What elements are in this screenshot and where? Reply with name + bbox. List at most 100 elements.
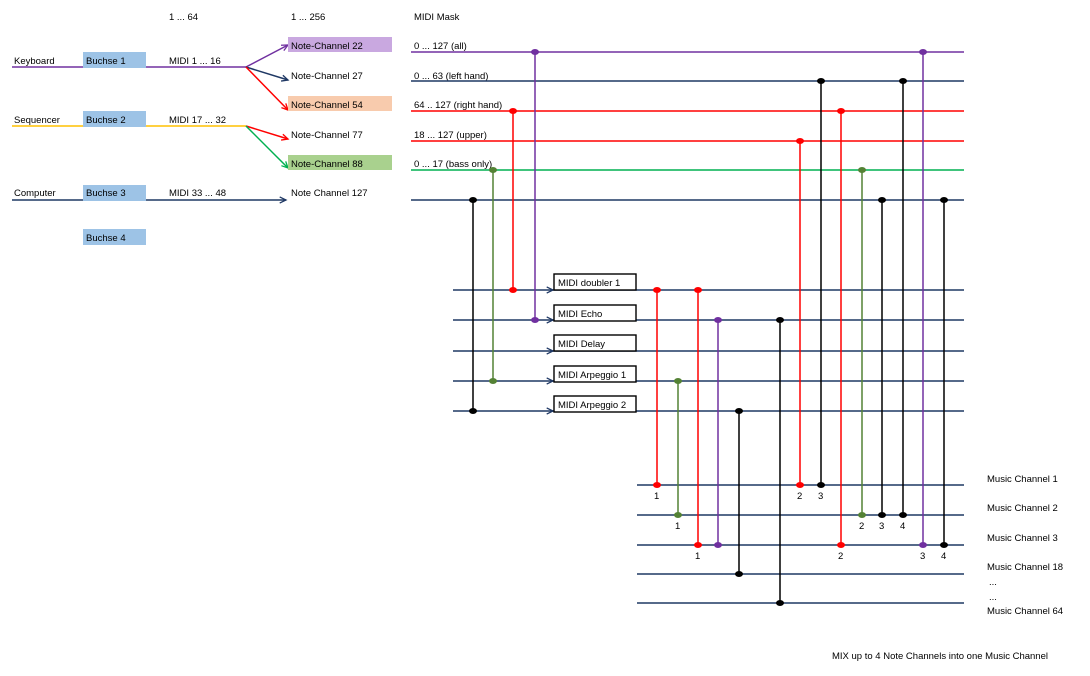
mask-label-77: 18 ... 127 (upper) bbox=[414, 130, 487, 141]
tap-dot-to-17 bbox=[940, 542, 948, 548]
source-label-computer: Computer bbox=[14, 188, 56, 199]
slot-number-11: 3 bbox=[818, 491, 823, 502]
music-channel-label-3: Music Channel 3 bbox=[987, 533, 1058, 544]
port-box-1[interactable] bbox=[83, 52, 146, 68]
effect-input-arrow-4 bbox=[546, 407, 555, 415]
slot-number-16: 3 bbox=[920, 551, 925, 562]
tap-dot-to-13 bbox=[858, 512, 866, 518]
tap-dot-from-10 bbox=[796, 138, 804, 144]
ellipsis-1: ... bbox=[989, 577, 997, 588]
effect-box-midi-arpeggio-1[interactable] bbox=[553, 365, 637, 383]
fan-arrow-nc77 bbox=[245, 125, 289, 140]
port-label-3: Buchse 3 bbox=[86, 188, 126, 199]
tap-dot-from-6 bbox=[694, 287, 702, 293]
slot-number-13: 2 bbox=[859, 521, 864, 532]
note-channel-label-27: Note-Channel 27 bbox=[291, 71, 363, 82]
fan-arrow-nc54 bbox=[245, 66, 289, 111]
port-box-3[interactable] bbox=[83, 185, 146, 201]
tap-dot-to-1 bbox=[531, 317, 539, 323]
effect-input-arrow-0 bbox=[546, 286, 555, 294]
tap-dot-to-9 bbox=[776, 600, 784, 606]
note-channel-label-54: Note-Channel 54 bbox=[291, 100, 363, 111]
mask-label-22: 0 ... 127 (all) bbox=[414, 41, 467, 52]
effect-box-midi-arpeggio-2[interactable] bbox=[553, 395, 637, 413]
tap-dot-from-12 bbox=[837, 108, 845, 114]
tap-dot-from-2 bbox=[489, 167, 497, 173]
connection-lines bbox=[472, 52, 945, 603]
note-channel-label-22: Note-Channel 22 bbox=[291, 41, 363, 52]
tap-dot-to-8 bbox=[735, 571, 743, 577]
fan-arrow-nc22 bbox=[245, 44, 289, 68]
effect-input-arrow-2 bbox=[546, 347, 555, 355]
slot-number-12: 2 bbox=[838, 551, 843, 562]
note-channel-box-54[interactable] bbox=[288, 96, 392, 111]
tap-dot-to-12 bbox=[837, 542, 845, 548]
tap-dot-to-5 bbox=[674, 512, 682, 518]
note-channel-label-77: Note-Channel 77 bbox=[291, 130, 363, 141]
effect-input-arrow-3 bbox=[546, 377, 555, 385]
midi-range-3: MIDI 33 ... 48 bbox=[169, 188, 226, 199]
tap-dot-from-16 bbox=[919, 49, 927, 55]
music-channel-label-1: Music Channel 1 bbox=[987, 474, 1058, 485]
tap-dot-to-15 bbox=[899, 512, 907, 518]
slot-number-14: 3 bbox=[879, 521, 884, 532]
tap-dot-to-4 bbox=[653, 482, 661, 488]
tap-dot-from-5 bbox=[674, 378, 682, 384]
fan-arrow-nc77-head bbox=[280, 133, 290, 141]
tap-dot-from-9 bbox=[776, 317, 784, 323]
tap-dot-to-6 bbox=[694, 542, 702, 548]
effect-label-midi-doubler-1: MIDI doubler 1 bbox=[558, 278, 620, 289]
source-label-sequencer: Sequencer bbox=[14, 115, 60, 126]
tap-dot-from-4 bbox=[653, 287, 661, 293]
effect-label-midi-arpeggio-1: MIDI Arpeggio 1 bbox=[558, 370, 626, 381]
music-channel-label-64: Music Channel 64 bbox=[987, 606, 1063, 617]
effect-box-midi-echo[interactable] bbox=[553, 304, 637, 322]
tap-dot-to-7 bbox=[714, 542, 722, 548]
tap-dot-from-7 bbox=[714, 317, 722, 323]
tap-dot-from-1 bbox=[531, 49, 539, 55]
port-box-2[interactable] bbox=[83, 111, 146, 127]
tap-dot-from-0 bbox=[509, 108, 517, 114]
effect-box-midi-delay[interactable] bbox=[553, 334, 637, 352]
tap-dot-from-17 bbox=[940, 197, 948, 203]
slot-number-15: 4 bbox=[900, 521, 905, 532]
header-ports-range: 1 ... 64 bbox=[169, 12, 198, 23]
effect-input-arrow-1 bbox=[546, 316, 555, 324]
slot-number-5: 1 bbox=[675, 521, 680, 532]
fan-arrow-nc27-head bbox=[280, 74, 290, 82]
port-box-4[interactable] bbox=[83, 229, 146, 245]
music-channel-label-18: Music Channel 18 bbox=[987, 562, 1063, 573]
midi-range-1: MIDI 1 ... 16 bbox=[169, 56, 221, 67]
slot-number-4: 1 bbox=[654, 491, 659, 502]
port-label-4: Buchse 4 bbox=[86, 233, 126, 244]
tap-dot-from-14 bbox=[878, 197, 886, 203]
tap-dot-to-3 bbox=[469, 408, 477, 414]
footer-note: MIX up to 4 Note Channels into one Music… bbox=[832, 651, 1048, 662]
mask-label-54: 64 .. 127 (right hand) bbox=[414, 100, 502, 111]
effect-label-midi-arpeggio-2: MIDI Arpeggio 2 bbox=[558, 400, 626, 411]
fan-arrow-nc27 bbox=[245, 66, 289, 81]
port-label-1: Buchse 1 bbox=[86, 56, 126, 67]
effect-label-midi-echo: MIDI Echo bbox=[558, 309, 602, 320]
tap-dot-to-2 bbox=[489, 378, 497, 384]
header-channels-range: 1 ... 256 bbox=[291, 12, 325, 23]
music-channel-label-2: Music Channel 2 bbox=[987, 503, 1058, 514]
tap-dot-from-8 bbox=[735, 408, 743, 414]
note-channel-label-127: Note Channel 127 bbox=[291, 188, 368, 199]
slot-number-17: 4 bbox=[941, 551, 946, 562]
tap-dot-to-11 bbox=[817, 482, 825, 488]
note-channel-box-22[interactable] bbox=[288, 37, 392, 52]
tap-dot-from-11 bbox=[817, 78, 825, 84]
midi-range-2: MIDI 17 ... 32 bbox=[169, 115, 226, 126]
computer-wire-head bbox=[279, 196, 288, 204]
tap-dot-from-13 bbox=[858, 167, 866, 173]
ellipsis-2: ... bbox=[989, 592, 997, 603]
mask-label-27: 0 ... 63 (left hand) bbox=[414, 71, 488, 82]
slot-number-10: 2 bbox=[797, 491, 802, 502]
effect-box-midi-doubler-1[interactable] bbox=[553, 273, 637, 291]
source-label-keyboard: Keyboard bbox=[14, 56, 55, 67]
fan-arrow-nc88 bbox=[245, 125, 289, 169]
note-channel-box-88[interactable] bbox=[288, 155, 392, 170]
